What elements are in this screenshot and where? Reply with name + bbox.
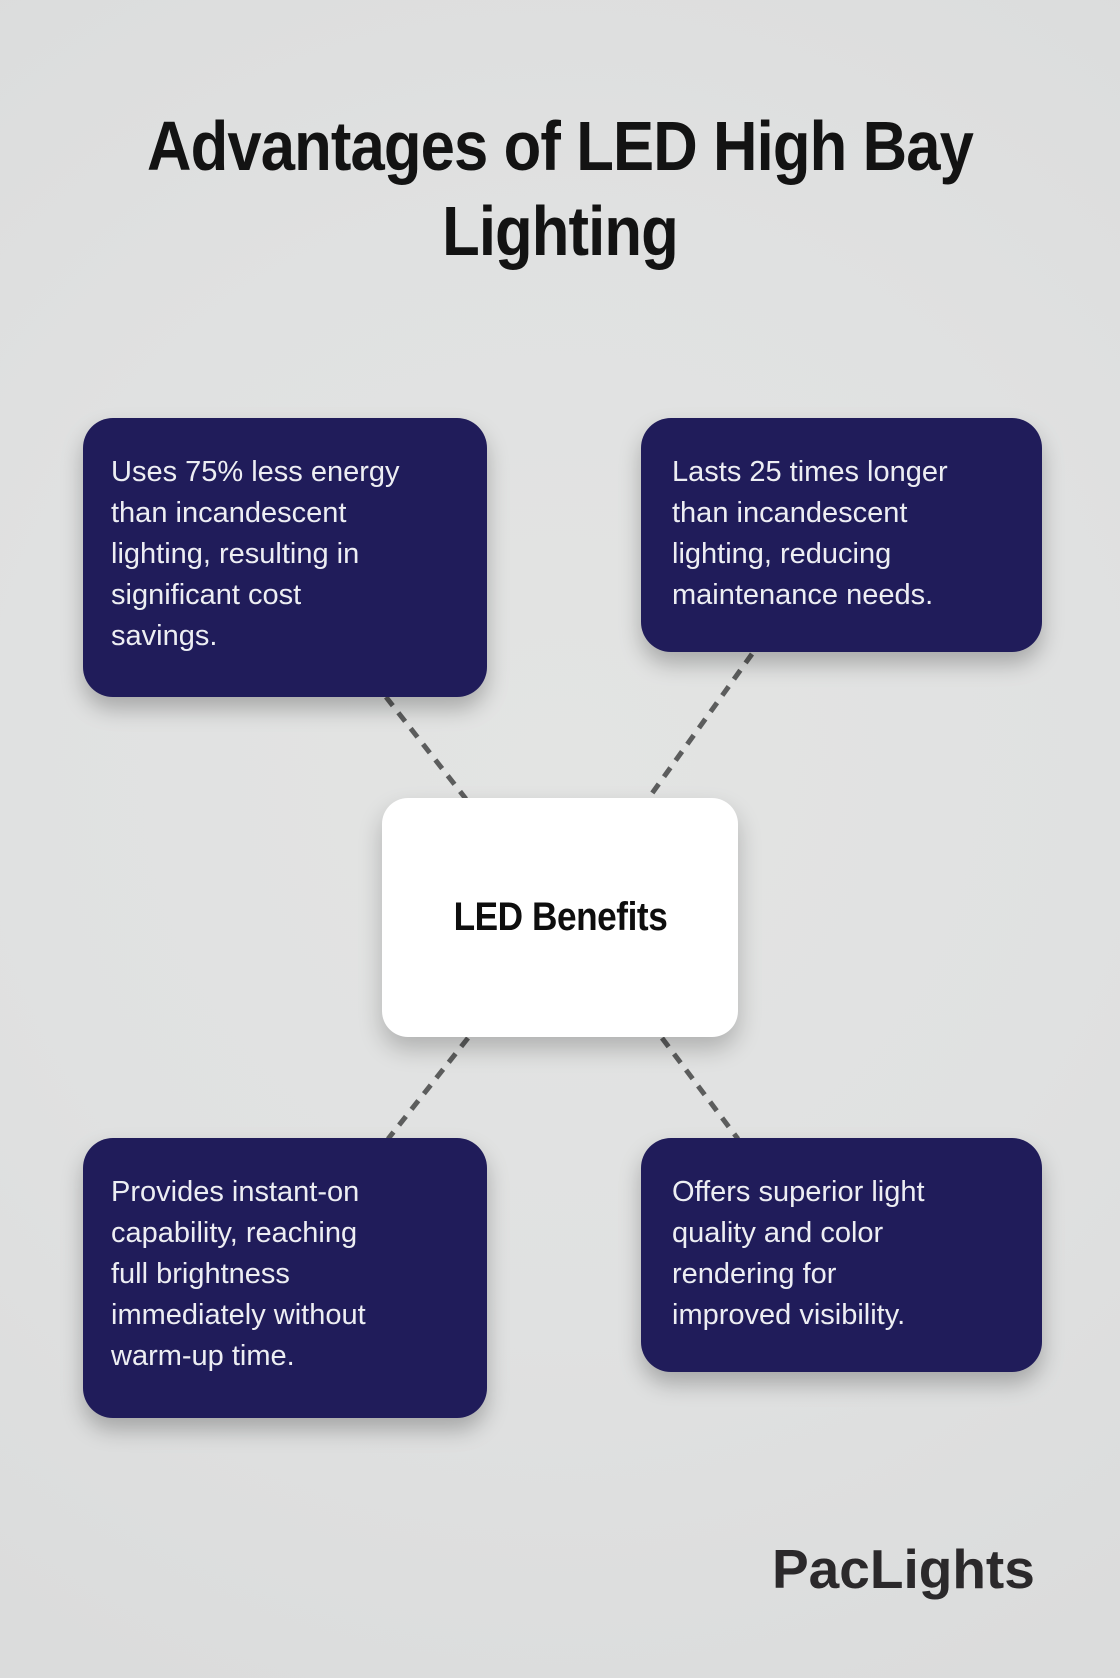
benefit-box-instant-on: Provides instant-on capability, reaching… [83, 1138, 487, 1418]
benefit-box-lifespan: Lasts 25 times longer than incandescent … [641, 418, 1042, 652]
page-title: Advantages of LED High Bay Lighting [147, 107, 974, 270]
benefit-box-light-quality: Offers superior light quality and color … [641, 1138, 1042, 1372]
connector-bottom-left-line [386, 1036, 470, 1141]
connector-bottom-right-line [660, 1036, 740, 1141]
center-node-label: LED Benefits [453, 895, 667, 939]
center-node: LED Benefits [382, 798, 738, 1037]
paclights-logo: PacLights [772, 1538, 1035, 1600]
benefit-text-energy-savings: Uses 75% less energy than incandescent l… [111, 456, 400, 652]
connector-top-left-line [384, 695, 468, 801]
benefit-text-light-quality: Offers superior light quality and color … [672, 1176, 925, 1331]
connector-top-right-line [645, 652, 755, 801]
benefit-text-lifespan: Lasts 25 times longer than incandescent … [672, 456, 948, 611]
benefit-text-instant-on: Provides instant-on capability, reaching… [111, 1176, 366, 1372]
benefit-box-energy-savings: Uses 75% less energy than incandescent l… [83, 418, 487, 697]
